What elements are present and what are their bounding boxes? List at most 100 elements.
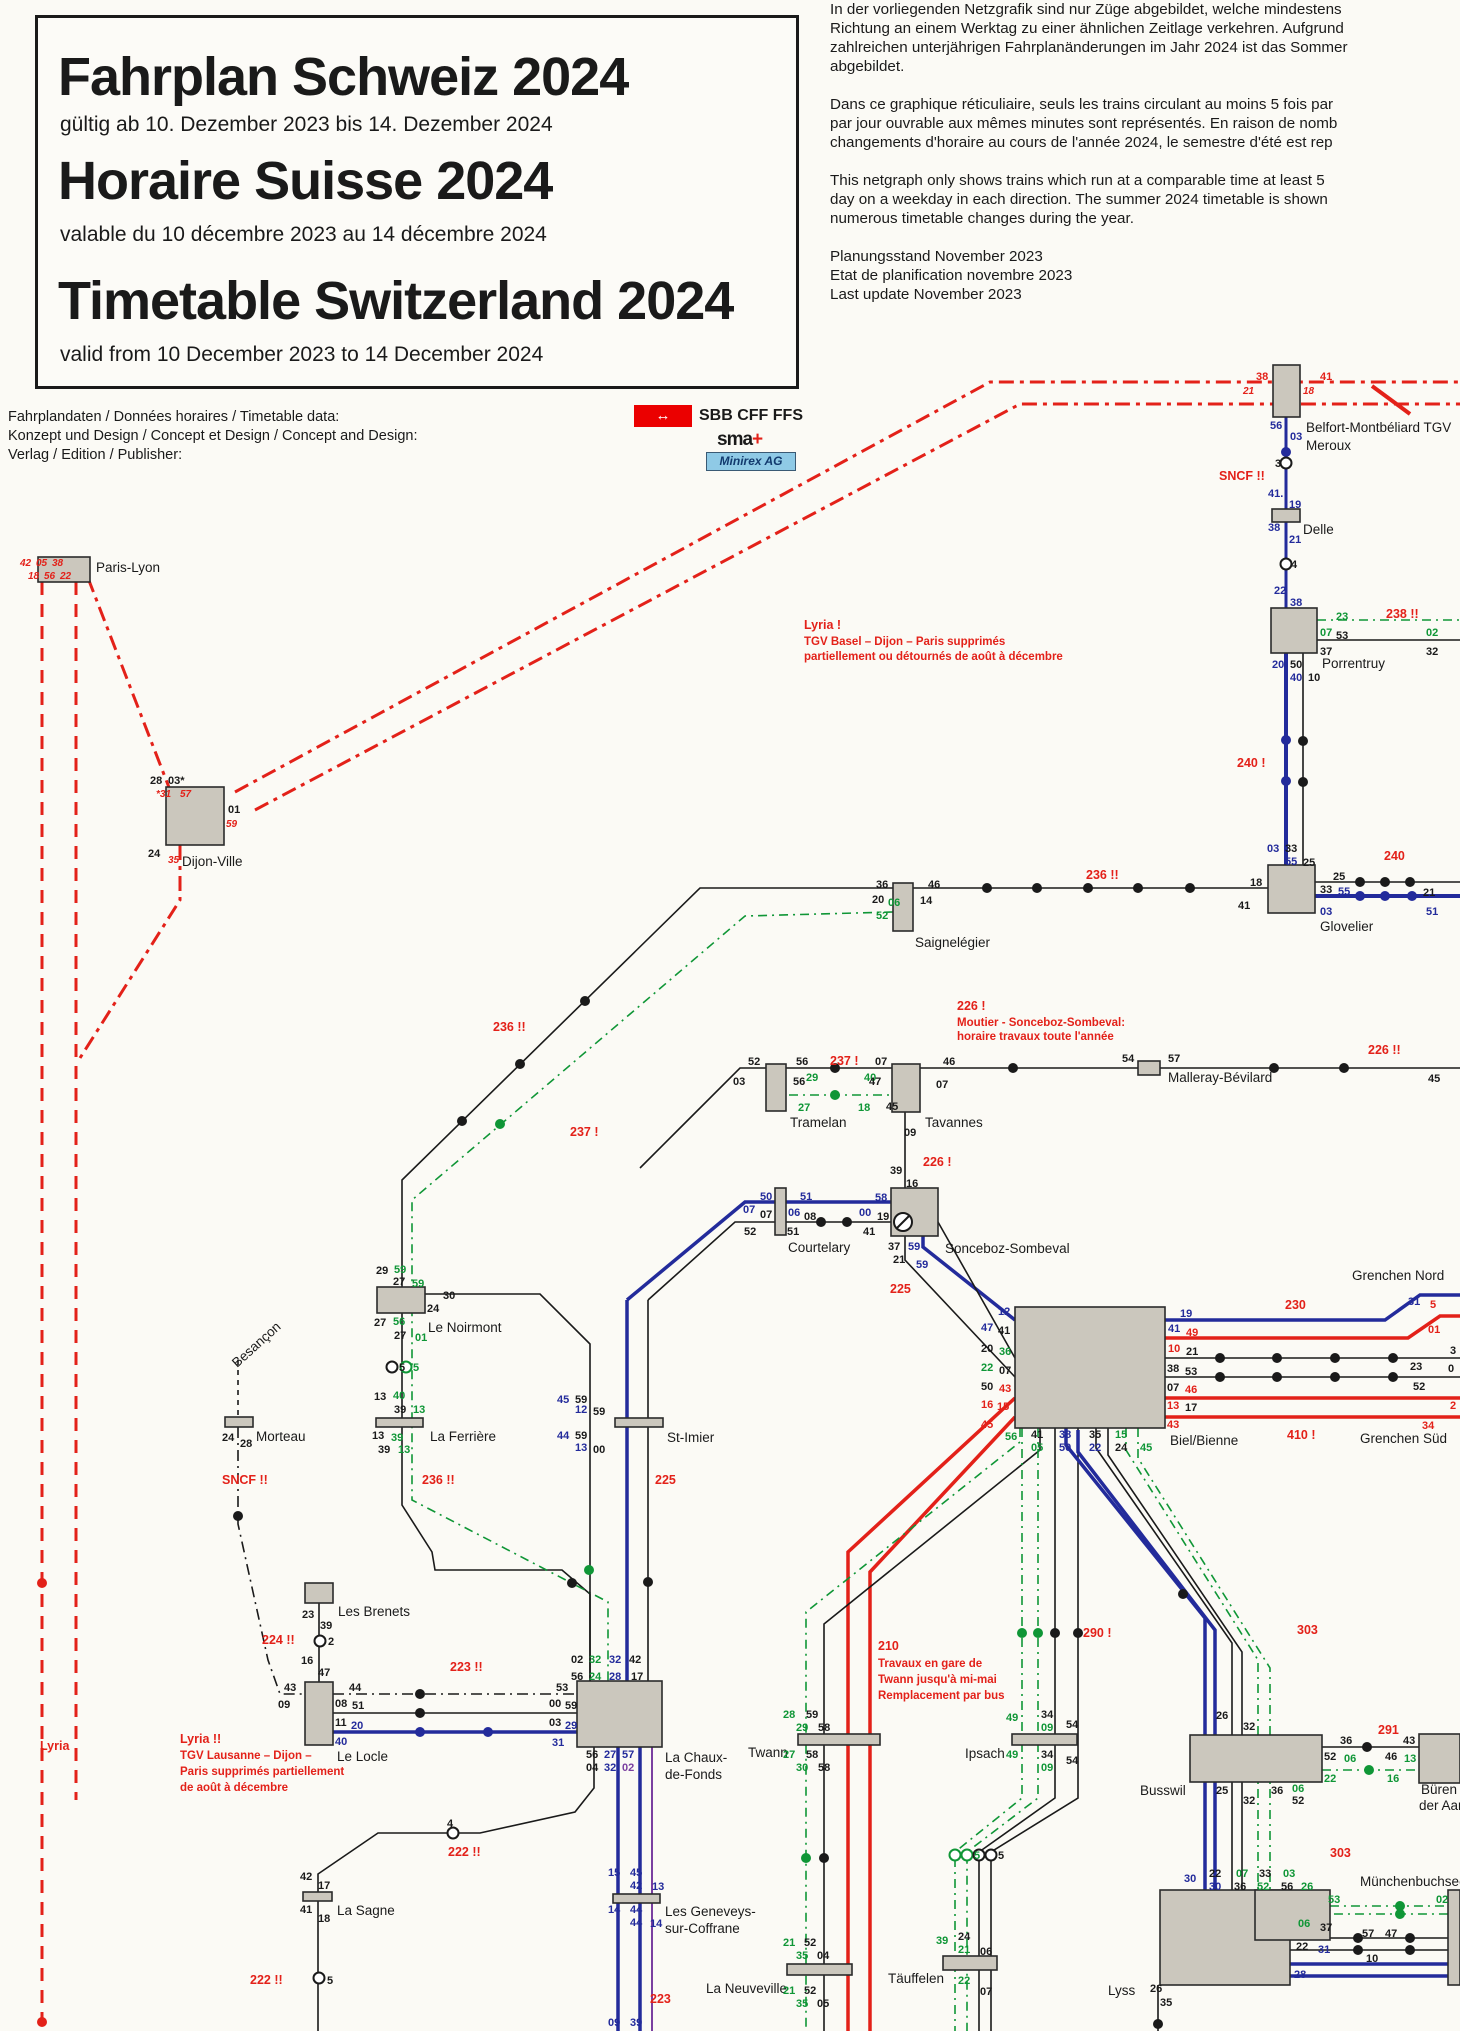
stop-dot: [1017, 1628, 1027, 1638]
minute-label: 51: [1426, 906, 1438, 918]
stop-dot: [1153, 2019, 1163, 2029]
station-box: [1270, 607, 1318, 654]
station-name-label: La Ferrière: [430, 1429, 496, 1444]
train-line: [966, 1428, 1039, 2031]
minute-label: 59: [565, 1700, 577, 1712]
minute-label: 0: [1448, 1363, 1454, 1375]
minute-label: 13: [652, 1881, 664, 1893]
stop-dot: [1008, 1063, 1018, 1073]
minute-label: 28: [609, 1671, 621, 1683]
stop-dot: [1353, 1945, 1363, 1955]
minute-label: 53: [556, 1682, 568, 1694]
minute-label: 07: [760, 1209, 772, 1221]
minute-label: 37: [1320, 1922, 1332, 1934]
train-line: [78, 845, 182, 1059]
minute-label: 18: [28, 571, 40, 582]
plan-line: Etat de planification novembre 2023: [830, 267, 1073, 284]
minute-label: 23: [1410, 1361, 1422, 1373]
minute-label: 32: [604, 1762, 616, 1774]
info-line-de: In der vorliegenden Netzgrafik sind nur …: [830, 1, 1342, 18]
minute-label: *31: [156, 789, 171, 800]
minute-label: 01: [228, 804, 240, 816]
minute-label: 5: [1430, 1299, 1436, 1311]
alert-label: 303: [1297, 1623, 1318, 1637]
minute-label: 17: [318, 1880, 330, 1892]
minute-label: 22: [1274, 585, 1286, 597]
minute-label: 3: [1275, 458, 1281, 470]
station-name-label: Tramelan: [790, 1115, 847, 1130]
minute-label: 41: [300, 1904, 312, 1916]
minute-label: 28: [1294, 1969, 1306, 1981]
minute-label: 22: [958, 1975, 970, 1987]
minute-label: 16: [981, 1399, 993, 1411]
meet-circle: [1279, 557, 1293, 571]
station-name-label: Münchenbuchsee: [1360, 1874, 1460, 1889]
minute-label: 57: [622, 1749, 634, 1761]
train-line: [1370, 384, 1412, 416]
minute-label: 5: [974, 1850, 980, 1862]
train-line: [411, 911, 894, 1681]
stop-dot: [1133, 883, 1143, 893]
stop-dot: [1388, 1372, 1398, 1382]
minute-label: 09: [1041, 1722, 1053, 1734]
minute-label: 47: [1385, 1928, 1397, 1940]
minute-label: 56: [1281, 1881, 1293, 1893]
stop-dot: [515, 1059, 525, 1069]
station-box: [375, 1417, 424, 1428]
minute-label: 55: [1338, 886, 1350, 898]
minute-label: 22: [1324, 1773, 1336, 1785]
minute-label: 27: [604, 1749, 616, 1761]
minute-label: 52: [748, 1056, 760, 1068]
minute-label: 09: [608, 2017, 620, 2029]
meet-circle: [984, 1848, 998, 1862]
info-line-fr: changements d'horaire au cours de l'anné…: [830, 134, 1333, 151]
stop-dot: [567, 1578, 577, 1588]
minute-label: 04: [817, 1950, 830, 1962]
subtitle-de: gültig ab 10. Dezember 2023 bis 14. Deze…: [60, 113, 553, 136]
minute-label: 56: [586, 1749, 598, 1761]
minute-label: 59: [226, 819, 238, 830]
train-line: [805, 1428, 1021, 2031]
minute-label: 32: [1426, 646, 1438, 658]
stop-dot: [1298, 736, 1308, 746]
stop-dot: [842, 1217, 852, 1227]
minute-label: 58: [875, 1192, 887, 1204]
minute-label: 16: [1387, 1773, 1399, 1785]
minute-label: 18: [858, 1102, 870, 1114]
stop-dot: [457, 1116, 467, 1126]
station-box: [765, 1063, 787, 1112]
minute-label: 54: [1066, 1755, 1079, 1767]
train-line: [1165, 1314, 1460, 1340]
info-en: This netgraph only shows trains which ru…: [830, 171, 1348, 228]
info-fr: Dans ce graphique réticuliaire, seuls le…: [830, 95, 1348, 152]
stop-dot: [1339, 1063, 1349, 1073]
minute-label: 51: [787, 1226, 799, 1238]
minute-label: 00: [859, 1207, 871, 1219]
minute-label: 49: [1006, 1712, 1018, 1724]
minute-label: 34: [1041, 1709, 1054, 1721]
stop-dot: [1272, 1353, 1282, 1363]
minute-label: 20: [981, 1343, 993, 1355]
sma-logo-text: sma: [717, 429, 753, 450]
station-box: [942, 1955, 998, 1971]
alert-label: Moutier - Sonceboz-Sombeval:: [957, 1017, 1125, 1029]
minute-label: 06: [788, 1207, 800, 1219]
station-name-label: sur-Coffrane: [665, 1921, 740, 1936]
minute-label: 03: [1283, 1868, 1295, 1880]
minute-label: 45: [1140, 1442, 1152, 1454]
stop-dot: [37, 2017, 47, 2027]
minute-label: 01: [415, 1332, 427, 1344]
alert-label: horaire travaux toute l'année: [957, 1031, 1114, 1043]
station-name-label: Lyss: [1108, 1983, 1136, 1998]
station-name-label: Le Noirmont: [428, 1320, 502, 1335]
station-box: [797, 1733, 881, 1746]
minute-label: 35: [1160, 1997, 1172, 2009]
station-name-label: Büren an: [1421, 1782, 1460, 1797]
info-line-en: day on a weekday in each direction. The …: [830, 191, 1328, 208]
minute-label: 2: [1450, 1400, 1456, 1412]
stop-dot: [1083, 883, 1093, 893]
minute-label: 30: [1184, 1873, 1196, 1885]
meet-circle: [385, 1360, 399, 1374]
